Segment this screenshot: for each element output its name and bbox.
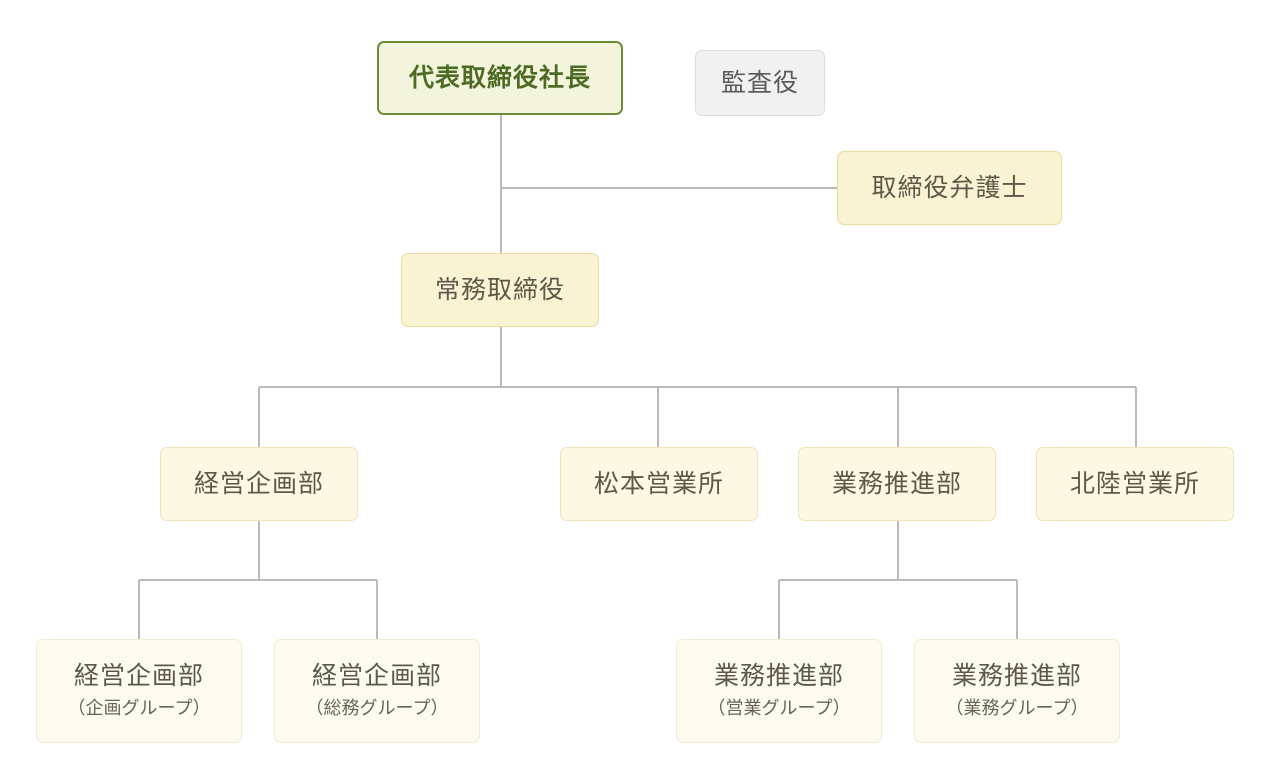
- managing-director-box: 常務取締役: [401, 253, 599, 327]
- managing-director-label: 常務取締役: [434, 275, 565, 304]
- group-general-affairs-label: 経営企画部: [311, 661, 442, 690]
- auditor-label: 監査役: [720, 68, 799, 97]
- president-label: 代表取締役社長: [408, 63, 591, 92]
- auditor-box: 監査役: [695, 50, 825, 116]
- group-operations-label: 業務推進部: [951, 661, 1082, 690]
- group-sales-sublabel: （営業グループ）: [707, 698, 851, 719]
- dept-promotion-box: 業務推進部: [798, 447, 996, 521]
- group-planning-box: 経営企画部 （企画グループ）: [36, 639, 242, 743]
- group-sales-box: 業務推進部 （営業グループ）: [676, 639, 882, 743]
- dept-matsumoto-box: 松本営業所: [560, 447, 758, 521]
- group-operations-box: 業務推進部 （業務グループ）: [914, 639, 1120, 743]
- lawyer-box: 取締役弁護士: [837, 151, 1062, 225]
- group-sales-label: 業務推進部: [713, 661, 844, 690]
- dept-matsumoto-label: 松本営業所: [593, 469, 724, 498]
- group-operations-sublabel: （業務グループ）: [945, 698, 1089, 719]
- group-general-affairs-sublabel: （総務グループ）: [305, 698, 449, 719]
- group-planning-label: 経営企画部: [73, 661, 204, 690]
- dept-promotion-label: 業務推進部: [831, 469, 962, 498]
- lawyer-label: 取締役弁護士: [871, 173, 1028, 202]
- group-planning-sublabel: （企画グループ）: [67, 698, 211, 719]
- dept-hokuriku-label: 北陸営業所: [1069, 469, 1200, 498]
- president-box: 代表取締役社長: [377, 41, 623, 115]
- group-general-affairs-box: 経営企画部 （総務グループ）: [274, 639, 480, 743]
- dept-planning-box: 経営企画部: [160, 447, 358, 521]
- dept-planning-label: 経営企画部: [193, 469, 324, 498]
- dept-hokuriku-box: 北陸営業所: [1036, 447, 1234, 521]
